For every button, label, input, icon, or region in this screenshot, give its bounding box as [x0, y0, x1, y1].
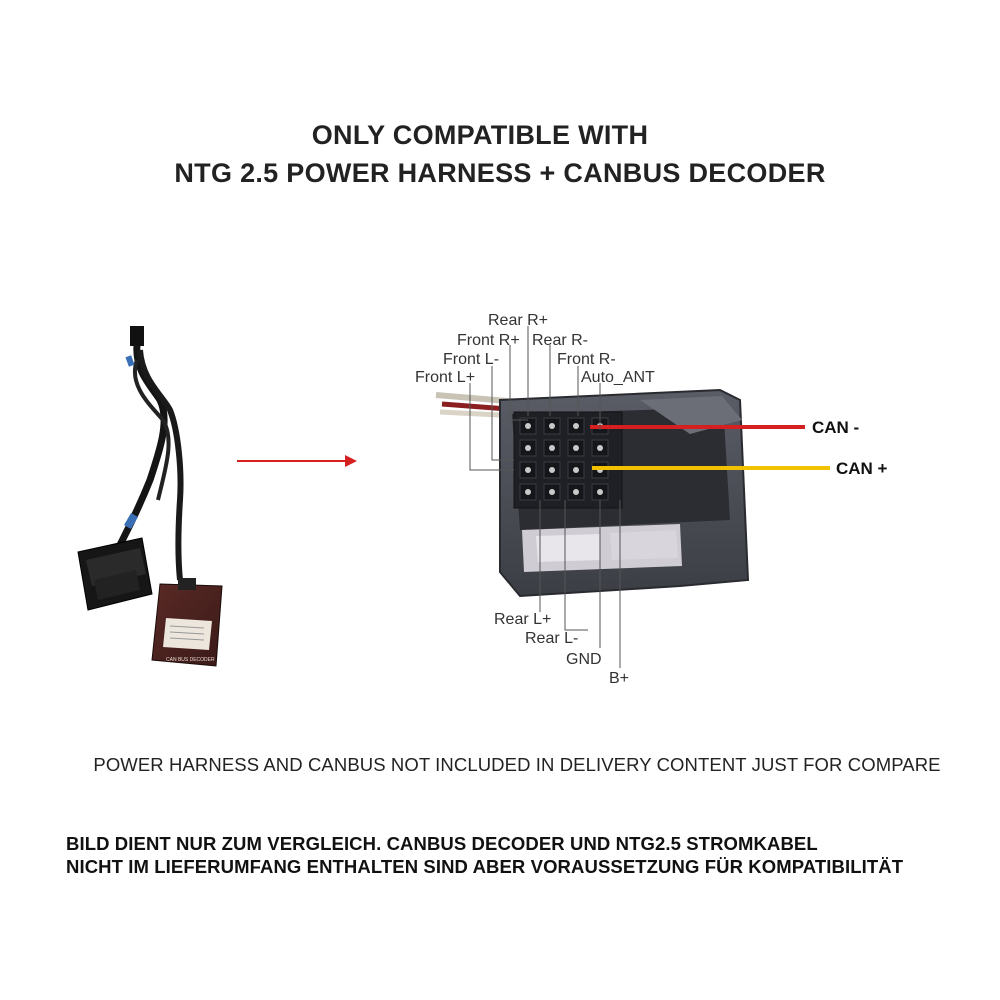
arrow-icon — [237, 455, 357, 467]
label-can-plus: CAN + — [836, 459, 888, 478]
pin-contact — [597, 489, 603, 495]
pin-contact — [573, 423, 579, 429]
label-front-r-minus: Front R- — [557, 351, 616, 368]
pin-contact — [525, 467, 531, 473]
label-can-minus: CAN - — [812, 418, 859, 437]
label-gnd: GND — [566, 651, 602, 668]
harness-cable — [133, 359, 171, 501]
decoder-label: CAN BUS DECODER — [166, 657, 215, 663]
pin-contact — [525, 445, 531, 451]
label-front-l-minus: Front L- — [443, 351, 499, 368]
pin-contact — [525, 423, 531, 429]
pin-contact — [573, 489, 579, 495]
title-line-2: NTG 2.5 POWER HARNESS + CANBUS DECODER — [174, 158, 826, 188]
label-rear-r-plus: Rear R+ — [488, 312, 548, 329]
pin-contact — [573, 467, 579, 473]
connector-diagram: Rear R+ Front R+ Rear R- Front L- Front … — [415, 312, 888, 687]
harness-cable — [137, 349, 184, 581]
label-rear-l-minus: Rear L- — [525, 630, 578, 647]
pin-contact — [597, 445, 603, 451]
note-german-line-1: BILD DIENT NUR ZUM VERGLEICH. CANBUS DEC… — [66, 833, 818, 854]
canbus-decoder-box: CAN BUS DECODER — [151, 578, 223, 667]
label-rear-r-minus: Rear R- — [532, 332, 588, 349]
pin-contact — [573, 445, 579, 451]
label-front-l-plus: Front L+ — [415, 369, 475, 386]
label-front-r-plus: Front R+ — [457, 332, 520, 349]
power-harness-image: CAN BUS DECODER — [77, 326, 223, 667]
label-rear-l-plus: Rear L+ — [494, 611, 551, 628]
harness-quadlock-connector — [77, 537, 153, 611]
label-b-plus: B+ — [609, 670, 629, 687]
top-leader-lines — [469, 326, 601, 471]
pin-contact — [549, 445, 555, 451]
pin-contact — [525, 489, 531, 495]
label-auto-ant: Auto_ANT — [581, 369, 655, 386]
title-line-1: ONLY COMPATIBLE WITH — [311, 120, 649, 150]
cable-tag — [125, 355, 135, 367]
note-german-line-2: NICHT IM LIEFERUMFANG ENTHALTEN SIND ABE… — [66, 856, 904, 877]
bottom-leader-lines — [539, 500, 621, 668]
harness-top-plug — [130, 326, 144, 346]
note-english: POWER HARNESS AND CANBUS NOT INCLUDED IN… — [93, 754, 941, 775]
pin-contact — [549, 467, 555, 473]
pin-contact — [549, 423, 555, 429]
harness-cable — [116, 344, 168, 547]
pin-contact — [549, 489, 555, 495]
cable-tag — [124, 512, 138, 530]
